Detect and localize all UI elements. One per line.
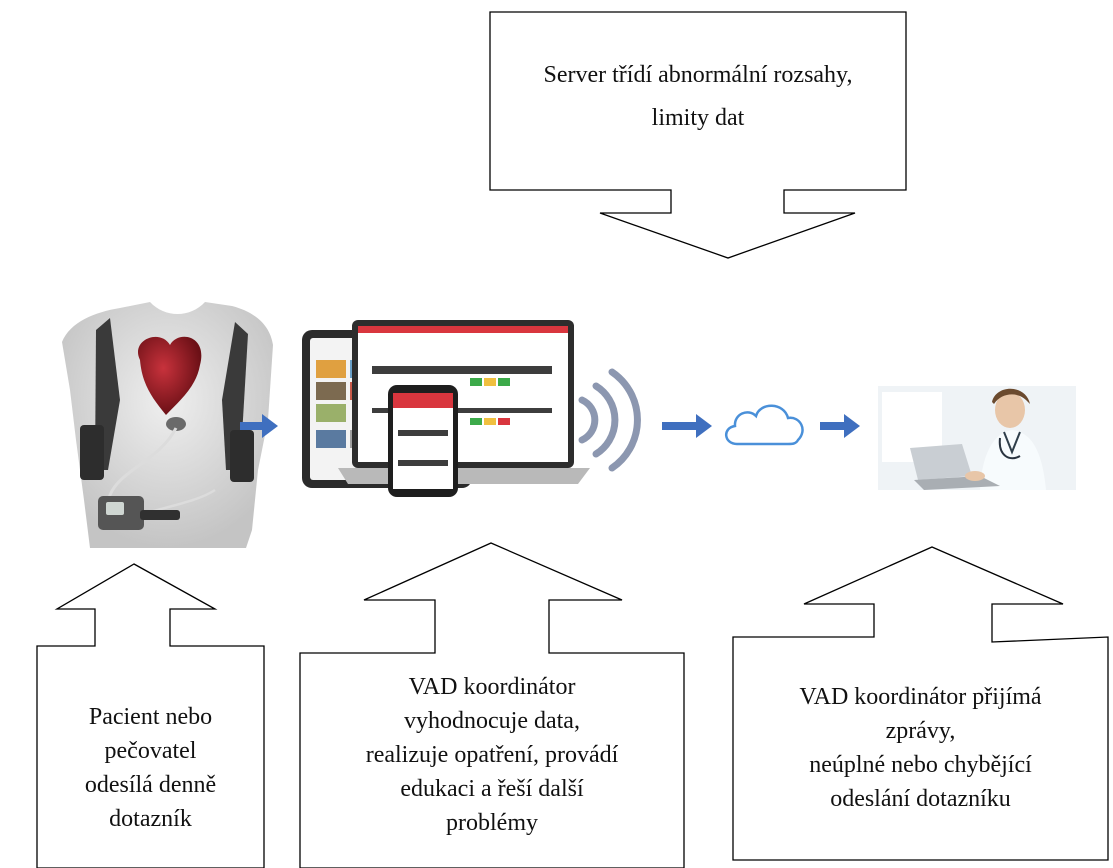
coordinator-receives-callout: VAD koordinátor přijímá zprávy, neúplné …: [733, 680, 1108, 816]
arrow-right-icon: [820, 414, 860, 438]
coordinator-evaluates-line: vyhodnocuje data,: [404, 708, 580, 735]
server-callout-line: limity dat: [651, 104, 745, 131]
arrow-right-icon: [662, 414, 712, 438]
coordinator-receives-line: zprávy,: [885, 718, 956, 745]
cloud-icon: [725, 404, 804, 446]
coordinator-receives-callout-shape: [732, 546, 1109, 861]
server-callout-shape: [489, 11, 907, 259]
patient-callout-line: dotazník: [109, 806, 192, 833]
coordinator-receives-line: odeslání dotazníku: [830, 786, 1011, 813]
patient-callout-line: pečovatel: [104, 738, 197, 765]
patient-callout-shape: [36, 563, 265, 868]
patient-callout-line: Pacient nebo: [88, 704, 213, 730]
wifi-icon: [578, 368, 641, 472]
coordinator-evaluates-callout: VAD koordinátor vyhodnocuje data, realiz…: [300, 670, 684, 840]
coordinator-evaluates-callout-shape: [299, 542, 685, 868]
server-callout-line: Server třídí abnormální rozsahy,: [543, 62, 853, 88]
patient-callout: Pacient nebo pečovatel odesílá denně dot…: [37, 700, 264, 836]
coordinator-evaluates-line: edukaci a řeší další: [400, 776, 584, 803]
arrow-right-icon: [240, 414, 278, 438]
server-callout: Server třídí abnormální rozsahy, limity …: [490, 58, 906, 136]
coordinator-evaluates-line: problémy: [446, 810, 538, 837]
coordinator-evaluates-line: VAD koordinátor: [408, 674, 576, 700]
coordinator-receives-line: VAD koordinátor přijímá: [799, 684, 1042, 710]
patient-callout-line: odesílá denně: [84, 772, 217, 799]
coordinator-evaluates-line: realizuje opatření, provádí: [365, 742, 619, 769]
coordinator-receives-line: neúplné nebo chybějící: [809, 752, 1032, 779]
